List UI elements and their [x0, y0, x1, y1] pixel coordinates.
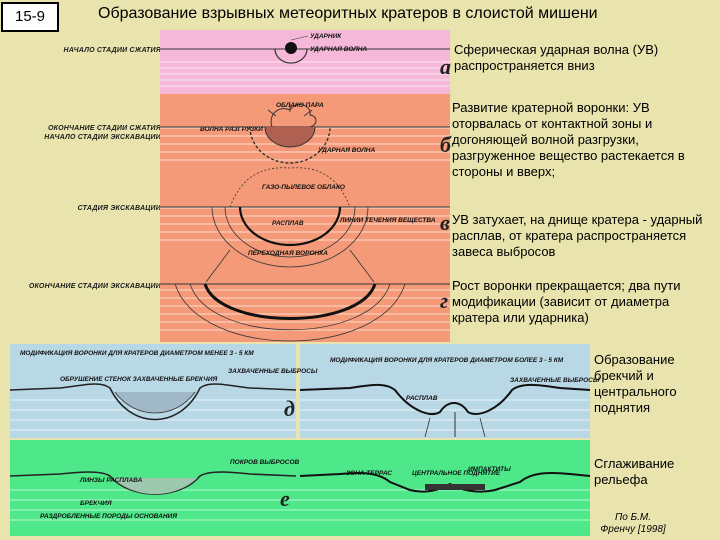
annotation-terrace-zone: ЗОНА ТЕРРАС	[346, 470, 392, 477]
slide-title: Образование взрывных метеоритных кратеро…	[98, 5, 598, 22]
stage-label-v: СТАДИЯ ЭКСКАВАЦИИ	[77, 205, 161, 212]
annotation-melt-d: РАСПЛАВ	[406, 395, 438, 402]
annotation-flow-lines: ЛИНИИ ТЕЧЕНИЯ ВЕЩЕСТВА	[339, 217, 436, 224]
annotation-ejecta-right: ЗАХВАЧЕННЫЕ ВЫБРОСЫ	[510, 377, 600, 384]
annotation-large-crater: МОДИФИКАЦИЯ ВОРОНКИ ДЛЯ КРАТЕРОВ ДИАМЕТР…	[330, 357, 564, 364]
annotation-impactor: УДАРНИК	[310, 33, 342, 40]
description-a: Сферическая ударная волна (УВ) распростр…	[454, 42, 659, 73]
annotation-central-uplift: ЦЕНТРАЛЬНОЕ ПОДНЯТИЕ	[412, 470, 501, 477]
annotation-ejecta-left: ЗАХВАЧЕННЫЕ ВЫБРОСЫ	[228, 368, 318, 375]
shock-wave-a	[274, 48, 308, 64]
stage-label-a: НАЧАЛО СТАДИИ СЖАТИЯ	[63, 47, 161, 54]
annotation-transient-crater: ПЕРЕХОДНАЯ ВОРОНКА	[248, 250, 328, 257]
description-e: Сглаживание рельефа	[594, 456, 675, 487]
annotation-breccia: БРЕКЧИЯ	[80, 500, 112, 507]
description-b: Развитие кратерной воронки: УВ оторвалас…	[452, 100, 685, 179]
ejecta-curtain	[229, 167, 351, 208]
annotation-vapor-cloud: ОБЛАКО ПАРА	[276, 102, 324, 109]
annotation-dust-cloud: ГАЗО-ПЫЛЕВОЕ ОБЛАКО	[262, 184, 345, 191]
annotation-shock-wave-b: УДАРНАЯ ВОЛНА	[318, 147, 375, 154]
annotation-shock-wave-a: УДАРНАЯ ВОЛНА	[310, 46, 367, 53]
stage-label-b: ОКОНЧАНИЕ СТАДИИ СЖАТИЯ НАЧАЛО СТАДИИ ЭК…	[44, 125, 161, 141]
panel-d-right	[300, 344, 590, 438]
stage-letter-v: в	[440, 210, 450, 235]
annotation-ejecta-blanket: ПОКРОВ ВЫБРОСОВ	[230, 459, 300, 466]
panel-d-left	[10, 344, 296, 438]
annotation-fractured-basement: РАЗДРОБЛЕННЫЕ ПОРОДЫ ОСНОВАНИЯ	[40, 513, 177, 520]
flow-line-v1	[224, 206, 356, 258]
source-credit: По Б.М. Френчу [1998]	[600, 512, 666, 535]
crater-v	[238, 206, 342, 247]
stage-letter-b: б	[440, 132, 451, 157]
crater-b	[264, 126, 316, 148]
shock-wave-b	[249, 126, 331, 164]
crater-g-outline2	[174, 283, 406, 342]
crater-g	[203, 283, 377, 320]
annotation-small-crater: МОДИФИКАЦИЯ ВОРОНКИ ДЛЯ КРАТЕРОВ ДИАМЕТР…	[20, 350, 254, 357]
impactites	[425, 484, 485, 490]
flow-arrows-b	[267, 104, 313, 117]
description-g: Рост воронки прекращается; два пути моди…	[452, 278, 681, 325]
impactor	[285, 42, 297, 54]
crater-d-right	[299, 383, 591, 415]
annotation-rarefaction-wave: ВОЛНА РАЗГРУЗКИ	[200, 126, 263, 133]
stage-letter-d: д	[284, 396, 295, 421]
crater-g-outline1	[189, 283, 391, 330]
annotation-melt-lenses: ЛИНЗЫ РАСПЛАВА	[79, 477, 143, 484]
slide-number: 15-9	[1, 2, 59, 32]
annotation-impactites: ИМПАКТИТЫ	[468, 466, 511, 473]
description-d: Образование брекчий и центрального подня…	[594, 352, 677, 415]
stage-letter-a: а	[440, 54, 451, 79]
annotation-melt-v: РАСПЛАВ	[272, 220, 304, 227]
cloud-b	[270, 104, 317, 128]
stage-letter-e: е	[280, 486, 290, 511]
description-v: УВ затухает, на днище кратера - ударный …	[452, 212, 703, 259]
stage-letter-g: г	[440, 288, 449, 313]
stage-label-g: ОКОНЧАНИЕ СТАДИИ ЭКСКАВАЦИИ	[28, 283, 161, 290]
crater-d-left	[9, 383, 297, 421]
flow-line-v2	[211, 206, 369, 268]
annotation-wall-collapse: ОБРУШЕНИЕ СТЕНОК ЗАХВАЧЕННЫЕ БРЕКЧИЯ	[60, 376, 218, 383]
